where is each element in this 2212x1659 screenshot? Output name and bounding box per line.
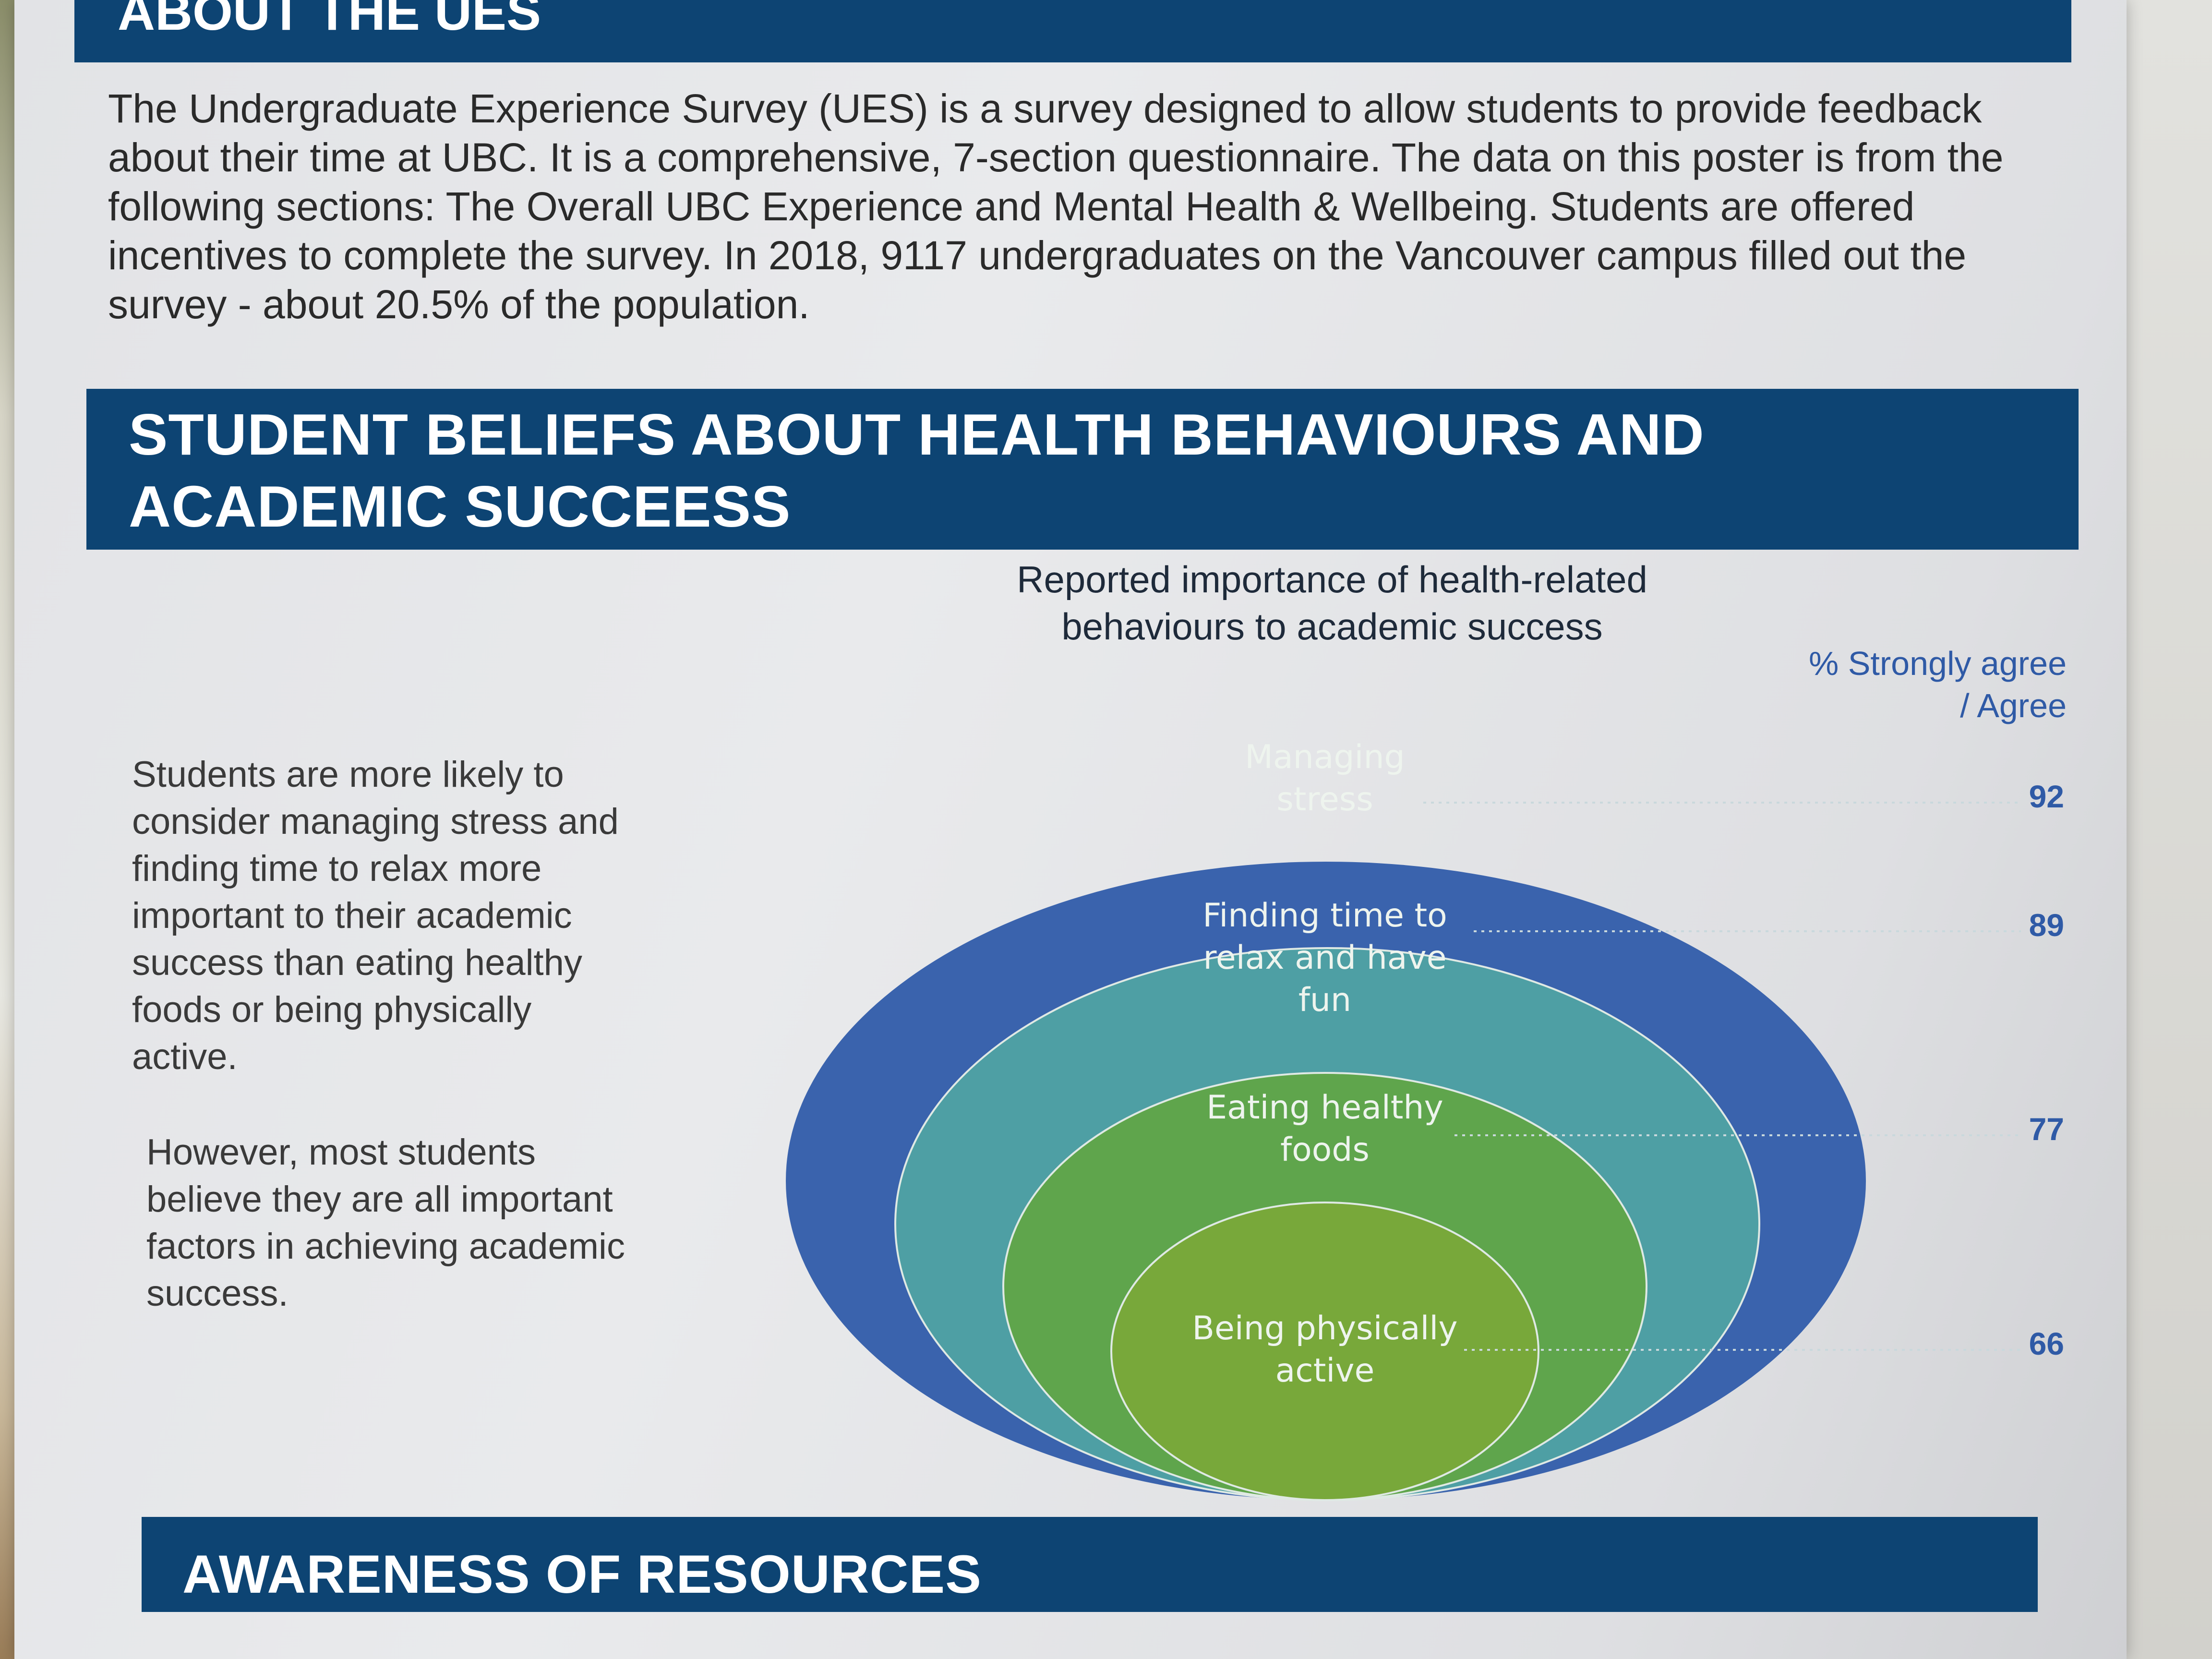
value-label-1: 92 (2029, 779, 2064, 814)
paragraph-line: important to their academic (132, 895, 572, 936)
value-label-4: 66 (2029, 1326, 2064, 1361)
paragraph-line: believe they are all important (146, 1179, 613, 1220)
about-line: about their time at UBC. It is a compreh… (108, 135, 2004, 180)
about-heading: ABOUT THE UES (118, 0, 541, 41)
about-line: survey - about 20.5% of the population. (108, 282, 810, 327)
awareness-heading: AWARENESS OF RESOURCES (182, 1544, 982, 1604)
value-column-label-line: / Agree (1960, 687, 2067, 724)
paragraph-line: Students are more likely to (132, 754, 564, 795)
value-column-label-line: % Strongly agree (1809, 645, 2067, 682)
chart-title-line: behaviours to academic success (1061, 605, 1603, 648)
about-paragraph: The Undergraduate Experience Survey (UES… (108, 84, 2028, 329)
beliefs-heading: STUDENT BELIEFS ABOUT HEALTH BEHAVIOURS … (129, 398, 2001, 542)
beliefs-heading-line: STUDENT BELIEFS ABOUT HEALTH BEHAVIOURS … (129, 402, 1705, 467)
paragraph-line: factors in achieving academic (146, 1226, 625, 1267)
beliefs-heading-line: ACADEMIC SUCCEESS (129, 474, 791, 539)
paragraph-line: success than eating healthy (132, 942, 582, 983)
about-line: incentives to complete the survey. In 20… (108, 233, 1967, 278)
chart-title: Reported importance of health-related be… (936, 556, 1728, 650)
beliefs-paragraph-2: However, most students believe they are … (146, 1129, 770, 1317)
about-banner: ABOUT THE UES (74, 0, 2071, 62)
paragraph-line: consider managing stress and (132, 801, 619, 842)
value-column-label: % Strongly agree / Agree (1680, 642, 2067, 727)
about-line: following sections: The Overall UBC Expe… (108, 184, 1915, 229)
paragraph-line: However, most students (146, 1132, 536, 1173)
beliefs-paragraph-1: Students are more likely to consider man… (132, 751, 756, 1081)
paragraph-line: foods or being physically (132, 989, 532, 1030)
paragraph-line: active. (132, 1036, 238, 1077)
beliefs-banner (86, 389, 2079, 550)
ring-4 (1110, 1202, 1539, 1501)
awareness-banner (142, 1517, 2038, 1612)
chart-title-line: Reported importance of health-related (1017, 558, 1647, 601)
paragraph-line: success. (146, 1273, 289, 1314)
value-label-3: 77 (2029, 1111, 2064, 1147)
about-line: The Undergraduate Experience Survey (UES… (108, 86, 1982, 131)
paragraph-line: finding time to relax more (132, 848, 542, 889)
background-wall (2127, 0, 2212, 1659)
value-label-2: 89 (2029, 907, 2064, 943)
